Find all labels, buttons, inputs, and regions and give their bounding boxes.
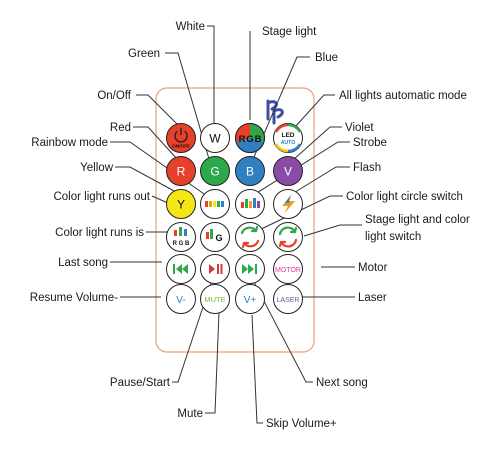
flash-button[interactable] <box>273 189 303 219</box>
stage-light-green-segment <box>250 123 265 143</box>
motor-button[interactable]: MOTOR <box>273 254 303 284</box>
label-stage-light: Stage light <box>262 26 317 38</box>
circular-arrows-icon <box>240 225 260 249</box>
label-all-lights-auto: All lights automatic mode <box>339 90 467 102</box>
auto-mode-led: LED <box>282 132 295 139</box>
color-runs-out-button[interactable]: R G B <box>166 222 196 252</box>
label-skip-volume: Skip Volume+ <box>266 418 337 430</box>
label-yellow: Yellow <box>80 162 114 174</box>
laser-button-label: LASER <box>277 297 300 304</box>
volume-down-button[interactable]: V- <box>166 284 196 314</box>
label-last-song: Last song <box>58 257 108 269</box>
stage-light-button[interactable]: R G B <box>235 123 265 153</box>
label-flash: Flash <box>353 162 381 174</box>
label-stage-color-switch-2: light switch <box>365 231 421 243</box>
label-red: Red <box>110 122 131 134</box>
auto-mode-arc-green <box>287 123 302 133</box>
stage-color-switch-button[interactable] <box>273 222 303 252</box>
white-button-label: W <box>209 132 221 146</box>
rainbow-mode-button[interactable] <box>200 189 230 219</box>
label-color-runs-is: Color light runs is <box>55 227 144 239</box>
runs-out-bars-icon <box>174 227 187 236</box>
green-button[interactable]: G <box>200 156 230 186</box>
rewind-icon <box>173 264 188 274</box>
mute-button[interactable]: MUTE <box>200 284 230 314</box>
power-icon <box>174 127 188 143</box>
strobe-button[interactable] <box>235 189 265 219</box>
auto-mode-auto: AUTO <box>281 140 296 146</box>
stage-light-blue-segment <box>236 138 264 153</box>
violet-button-label: V <box>284 165 292 179</box>
label-stage-color-switch-1: Stage light and color <box>365 214 470 226</box>
volume-up-button[interactable]: V+ <box>235 284 265 314</box>
color-runs-is-button[interactable]: G <box>200 222 230 252</box>
laser-button[interactable]: LASER <box>273 284 303 314</box>
auto-mode-button[interactable]: LED AUTO <box>273 123 303 153</box>
volume-up-label: V+ <box>244 295 257 306</box>
label-blue: Blue <box>315 52 338 64</box>
label-pause-start: Pause/Start <box>110 377 171 389</box>
pause-start-button[interactable] <box>200 254 230 284</box>
swap-arrows-icon <box>278 226 298 248</box>
leader-lines <box>110 25 362 424</box>
label-rainbow-mode: Rainbow mode <box>31 137 108 149</box>
yellow-button[interactable]: Y <box>166 189 196 219</box>
label-color-runs-out: Color light runs out <box>53 191 150 203</box>
yellow-button-label: Y <box>177 198 185 212</box>
label-green: Green <box>128 48 160 60</box>
blue-button-label: B <box>246 165 254 179</box>
rainbow-bars-icon <box>205 201 224 207</box>
label-motor: Motor <box>358 262 388 274</box>
label-white: White <box>176 21 205 33</box>
lightning-icon <box>282 194 295 214</box>
runs-is-bars-icon <box>206 229 213 239</box>
on-off-sublabel: ON/OFF <box>172 144 190 150</box>
next-song-button[interactable] <box>235 254 265 284</box>
on-off-button[interactable]: ON/OFF <box>166 123 196 153</box>
play-pause-icon <box>209 264 223 274</box>
remote-body <box>155 87 315 353</box>
stage-light-g: G <box>246 134 253 145</box>
label-mute: Mute <box>177 408 203 420</box>
auto-mode-arc-blue <box>287 143 302 153</box>
last-song-button[interactable] <box>166 254 196 284</box>
auto-mode-arc-red <box>274 123 289 133</box>
violet-button[interactable]: V <box>273 156 303 186</box>
blue-button[interactable]: B <box>235 156 265 186</box>
stage-light-r: R <box>239 134 246 145</box>
label-resume-volume: Resume Volume- <box>30 292 118 304</box>
white-button[interactable]: W <box>200 123 230 153</box>
stage-light-b: B <box>255 134 262 145</box>
motor-button-label: MOTOR <box>275 267 301 274</box>
stage-light-red-segment <box>235 123 250 143</box>
strobe-bars-icon <box>241 198 260 208</box>
label-on-off: On/Off <box>97 90 131 102</box>
label-violet: Violet <box>345 122 374 134</box>
red-button-label: R <box>177 165 186 179</box>
label-laser: Laser <box>358 292 387 304</box>
fast-forward-icon <box>242 264 257 274</box>
auto-mode-arc-yellow <box>274 143 289 153</box>
mute-button-label: MUTE <box>204 295 225 304</box>
runs-is-g-label: G <box>215 233 222 243</box>
label-next-song: Next song <box>316 377 368 389</box>
volume-down-label: V- <box>176 295 185 306</box>
runs-out-rgb-label: R G B <box>173 241 190 247</box>
circle-switch-button[interactable] <box>235 222 265 252</box>
red-button[interactable]: R <box>166 156 196 186</box>
label-circle-switch: Color light circle switch <box>346 191 463 203</box>
label-strobe: Strobe <box>353 137 387 149</box>
green-button-label: G <box>210 165 219 179</box>
